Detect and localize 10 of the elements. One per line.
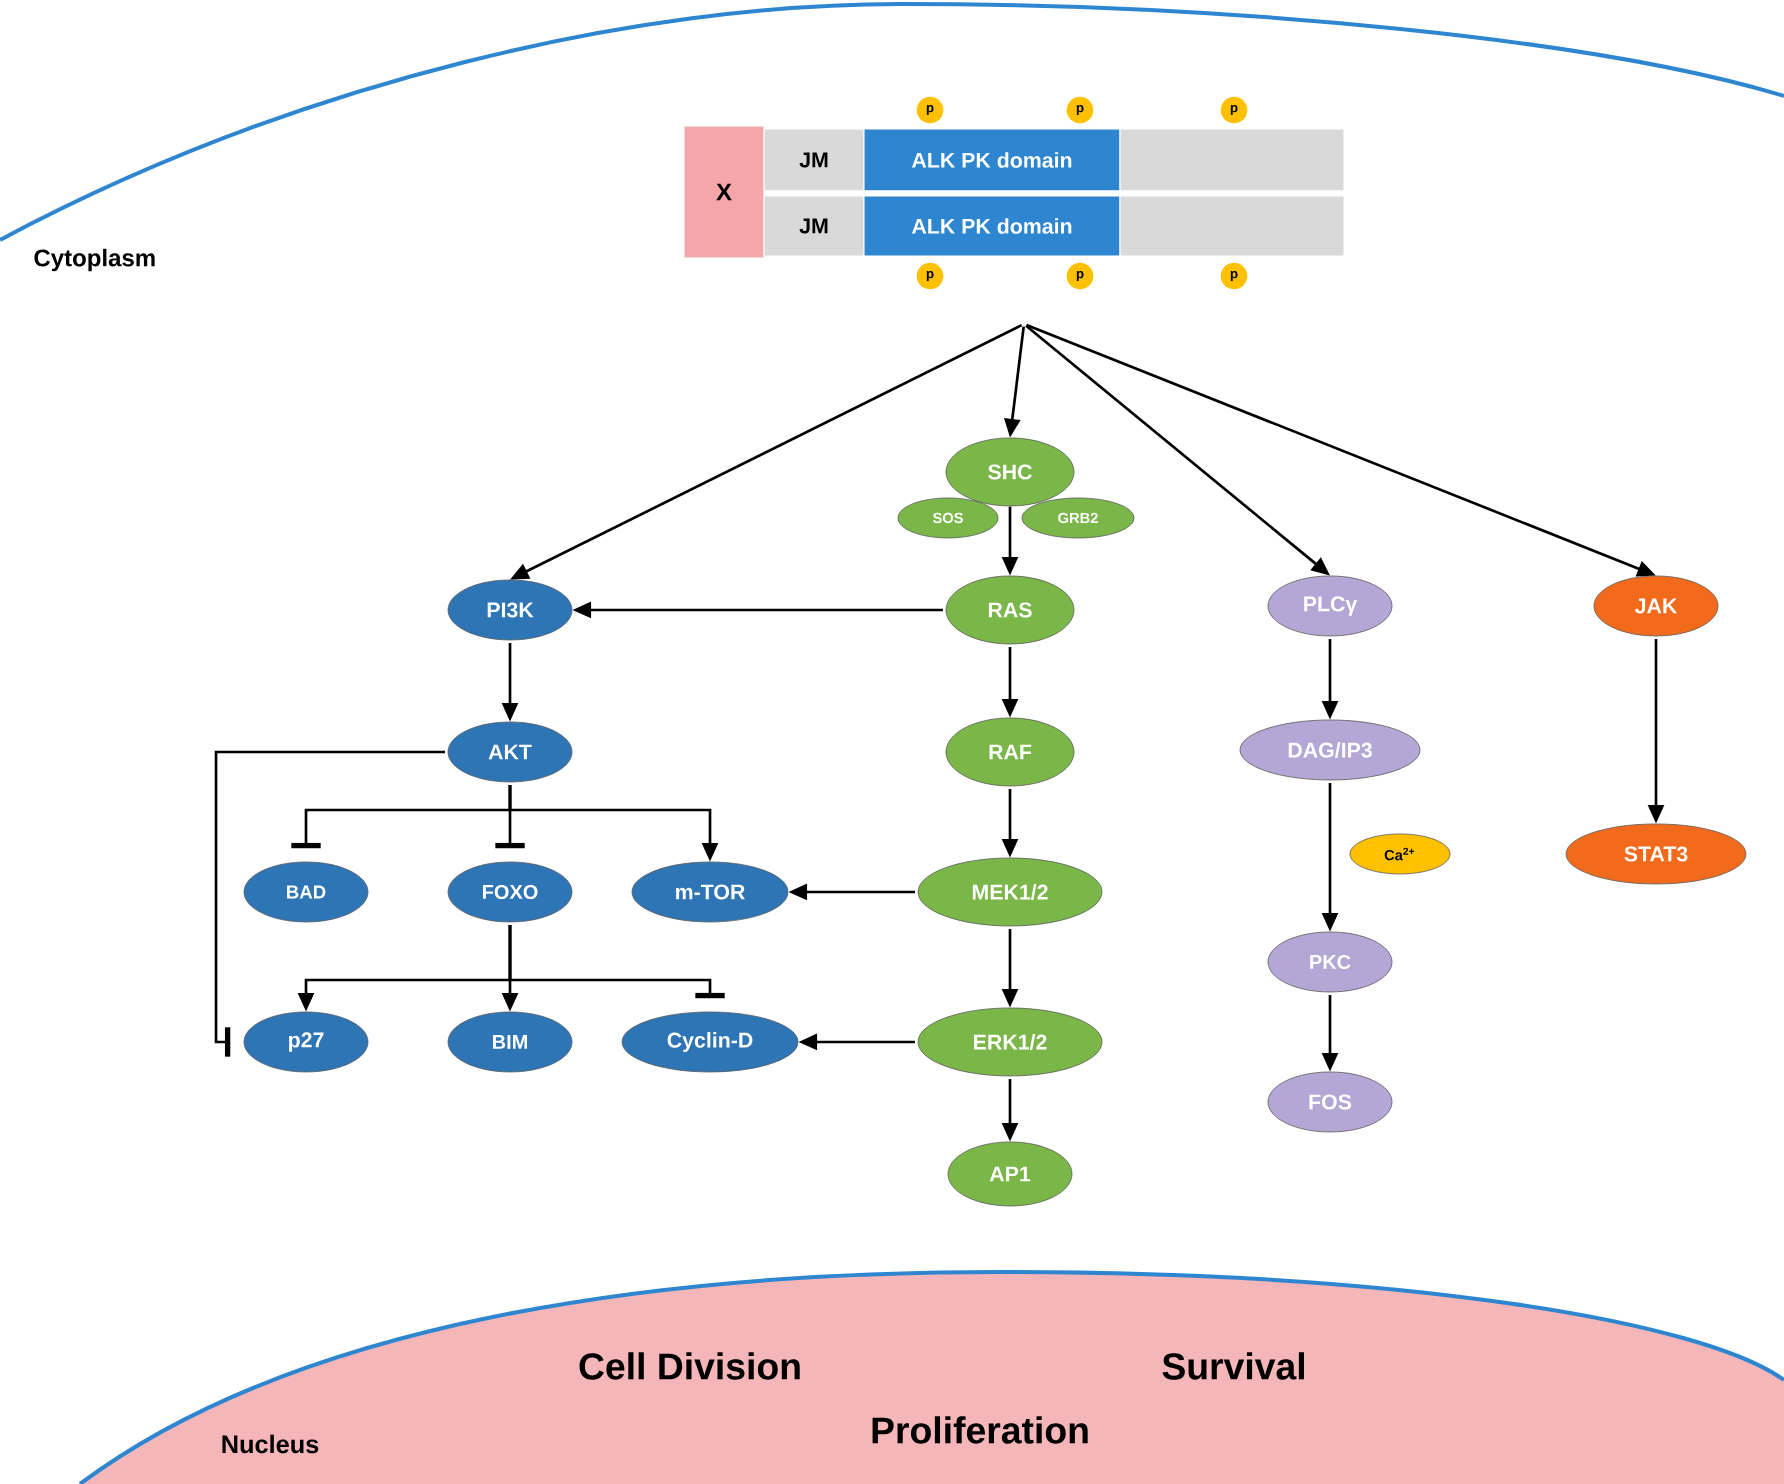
domain-box: ALK PK domain: [863, 195, 1121, 257]
arrow: [214, 750, 445, 1057]
arrow: [508, 925, 725, 999]
receptor-box: [1119, 128, 1345, 192]
domain-box: ALK PK domain: [863, 128, 1121, 192]
receptor-box: [1119, 195, 1345, 257]
region-label: Cytoplasm: [34, 248, 155, 272]
domain-box: X: [683, 125, 765, 259]
domain-box: JM: [763, 195, 865, 257]
domain-box: JM: [763, 128, 865, 192]
